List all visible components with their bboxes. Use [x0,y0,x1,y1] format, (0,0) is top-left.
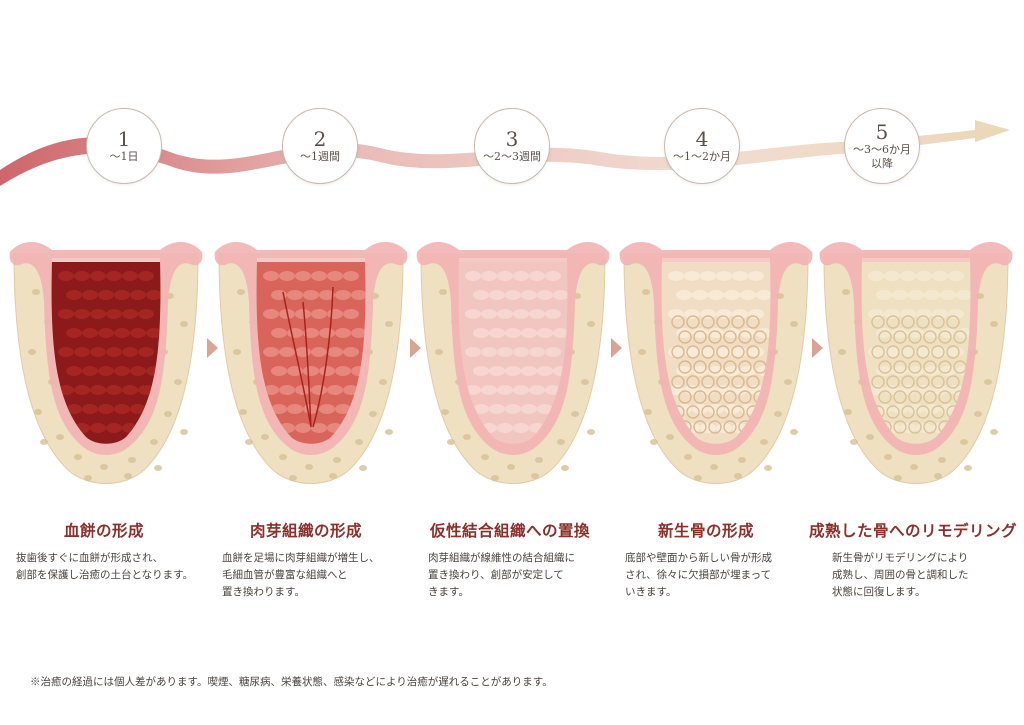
socket-illustration-2 [213,232,409,487]
stage-title-5: 成熟した骨へのリモデリング [808,521,1017,540]
stage-circle-2: 2〜1週間 [282,108,358,184]
stage-period: 〜2〜3週間 [483,150,541,163]
stage-circle-4: 4〜1〜2か月 [664,108,740,184]
stage-number: 1 [117,127,131,151]
stage-title-3: 仮性結合組織への置換 [429,521,590,540]
stage-period: 〜1〜2か月 [673,150,731,163]
stage-description-5: 新生骨がリモデリングにより 成熟し、周囲の骨と調和した 状態に回復します。 [832,552,969,598]
stage-circle-3: 3〜2〜3週間 [474,108,550,184]
stage-arrow-1 [207,338,218,358]
socket-illustration-4 [618,232,814,487]
stage-title-2: 肉芽組織の形成 [249,521,362,540]
stage-title-4: 新生骨の形成 [657,521,754,540]
stage-arrow-4 [812,338,823,358]
stage-circle-1: 1〜1日 [86,108,162,184]
stage-description-2: 血餅を足場に肉芽組織が増生し、 毛細血管が豊富な組織へと 置き換わります。 [222,552,380,598]
footnote: ※治癒の経過には個人差があります。喫煙、糖尿病、栄養状態、感染などにより治癒が遅… [30,676,553,688]
stage-period: 〜3〜6か月 [853,143,911,156]
stage-period: 〜1週間 [300,150,340,163]
socket-illustration-5 [818,232,1014,487]
stage-description-1: 抜歯後すぐに血餅が形成され、 創部を保護し治癒の土台となります。 [16,552,194,581]
stage-arrow-2 [410,338,421,358]
stage-number: 4 [695,127,709,151]
stage-number: 2 [313,127,327,151]
stage-number: 3 [505,127,519,151]
stage-circle-5: 5〜3〜6か月以降 [844,108,920,184]
stage-description-3: 肉芽組織が線維性の結合組織に 置き換わり、創部が安定して きます。 [428,552,575,598]
stage-period: 〜1日 [109,150,139,163]
socket-illustration-3 [415,232,611,487]
socket-illustration-1 [8,232,204,487]
stage-title-1: 血餅の形成 [63,521,144,540]
stage-period-suffix: 以降 [871,157,893,170]
stage-description-4: 底部や壁面から新しい骨が形成 され、徐々に欠損部が埋まって いきます。 [625,552,772,598]
stage-arrow-3 [611,338,622,358]
stage-number: 5 [875,120,889,144]
